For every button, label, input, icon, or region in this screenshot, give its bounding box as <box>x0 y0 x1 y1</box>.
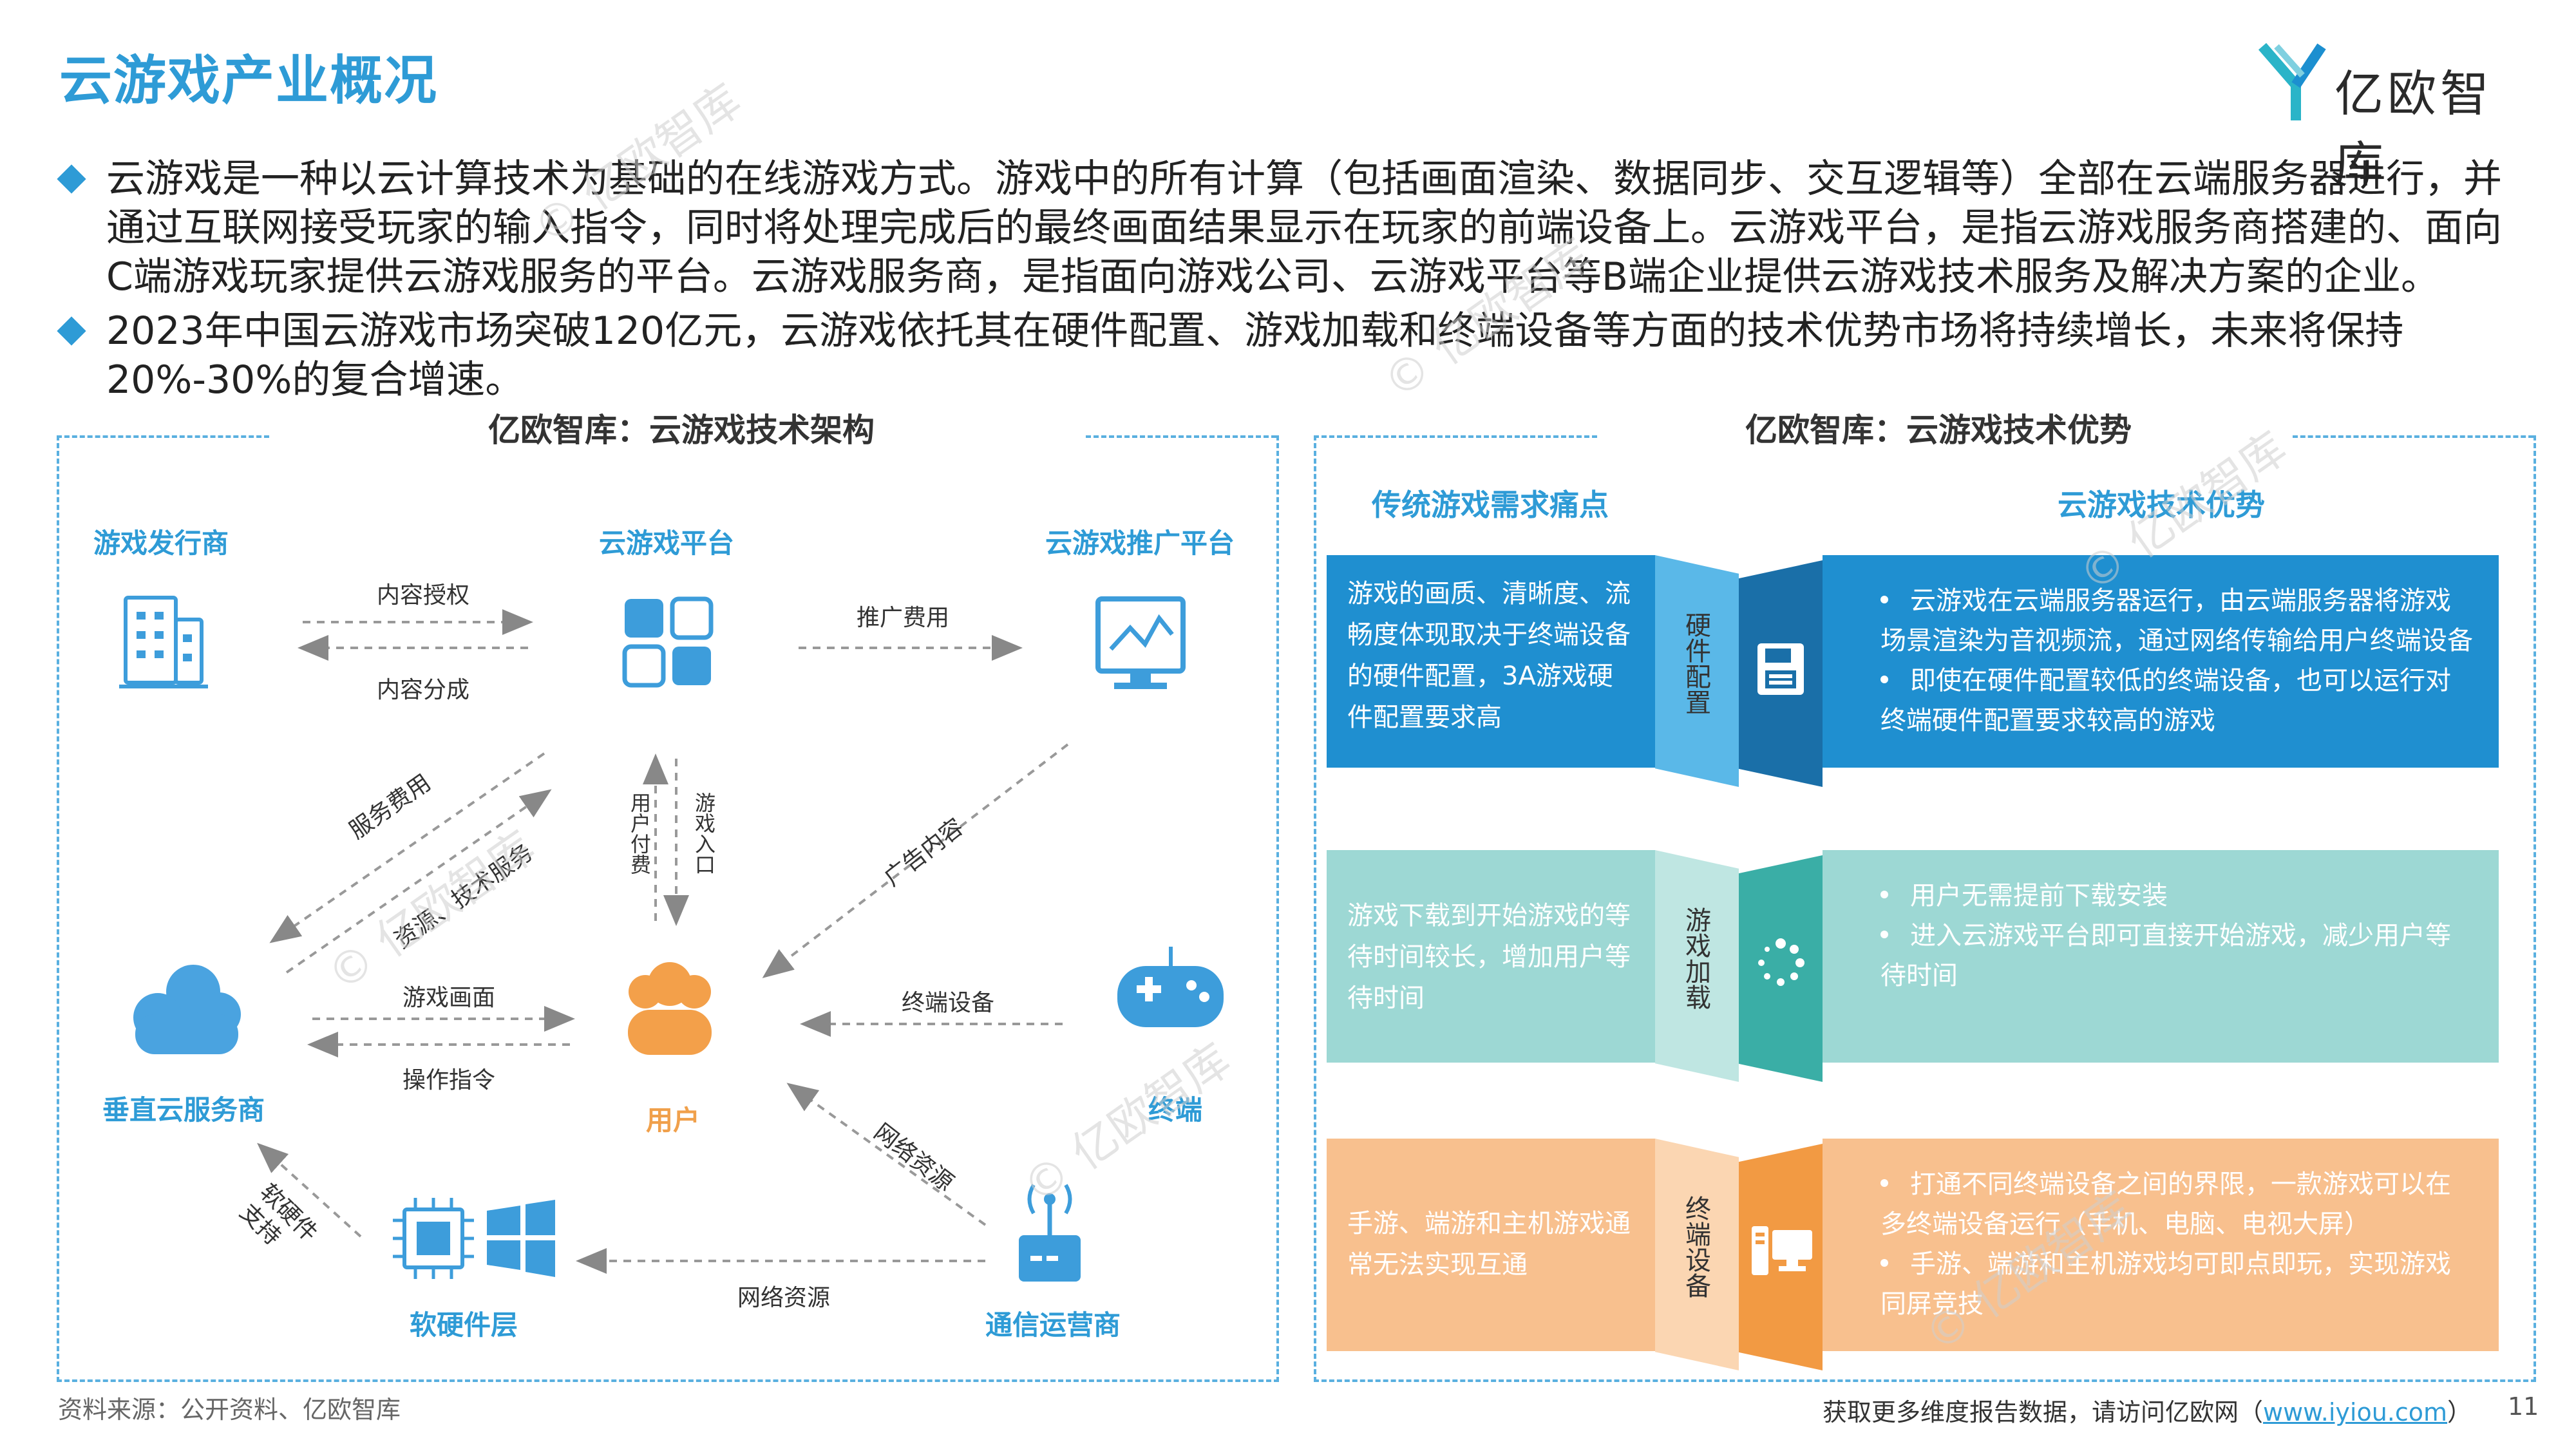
adv-loading-point-text: 用户无需提前下载安装 <box>1910 881 2168 911</box>
adv-loading-point: 用户无需提前下载安装 <box>1880 876 2473 916</box>
monitor-chart-icon <box>1095 596 1186 689</box>
footer-more-info: 获取更多维度报告数据，请访问亿欧网（www.iyiou.com） <box>1823 1392 2472 1428</box>
flow-game-entry: 游戏入口 <box>692 792 716 875</box>
adv-loading-point: 进入云游戏平台即可直接开始游戏，减少用户等待时间 <box>1880 916 2473 996</box>
arrow-service-fee <box>269 752 545 943</box>
col-head-adv: 云游戏技术优势 <box>2058 488 2265 522</box>
adv-hardware-point: 即使在硬件配置较低的终端设备，也可以运行对终端硬件配置要求较高的游戏 <box>1880 661 2473 741</box>
adv-device-list: 打通不同终端设备之间的界限，一款游戏可以在多终端设备运行（手机、电脑、电视大屏）… <box>1823 1139 2499 1351</box>
label-band-loading <box>1655 850 1739 1082</box>
adv-device-point-text: 手游、端游和主机游戏均可即点即玩，实现游戏同屏竞技 <box>1880 1249 2451 1319</box>
label-loading-text: 游戏加载 <box>1681 907 1710 1010</box>
label-device-text: 终端设备 <box>1681 1195 1710 1298</box>
arch-panel-title: 亿欧智库：云游戏技术架构 <box>469 404 894 451</box>
flow-terminal-device: 终端设备 <box>902 990 995 1016</box>
bullet-dot-icon <box>1880 891 1888 898</box>
arch-panel-border <box>1086 435 1276 438</box>
pain-device: 手游、端游和主机游戏通常无法实现互通 <box>1327 1139 1655 1351</box>
label-device: 终端设备 <box>1673 1195 1718 1305</box>
adv-device-point: 打通不同终端设备之间的界限，一款游戏可以在多终端设备运行（手机、电脑、电视大屏） <box>1880 1164 2473 1244</box>
bullet-dot-icon <box>1880 1179 1888 1187</box>
brand-logo: 亿欧智库 <box>2257 40 2541 193</box>
flow-game-screen: 游戏画面 <box>402 985 496 1011</box>
pain-hardware: 游戏的画质、清晰度、流畅度体现取决于终端设备的硬件配置，3A游戏硬件配置要求高 <box>1327 555 1655 768</box>
label-loading: 游戏加载 <box>1673 907 1718 1017</box>
bullet-dot-icon <box>1880 1259 1888 1267</box>
cloud-icon <box>133 965 241 1054</box>
flow-operation: 操作指令 <box>402 1067 496 1094</box>
flow-content-license: 内容授权 <box>377 582 470 609</box>
brand-name: 亿欧智库 <box>2334 65 2493 193</box>
adv-loading-point-text: 进入云游戏平台即可直接开始游戏，减少用户等待时间 <box>1880 921 2451 990</box>
grid-apps-icon <box>622 596 714 688</box>
node-cloud-provider: 垂直云服务商 <box>102 1094 265 1126</box>
arrow-network-res-diag <box>786 1083 987 1226</box>
arch-panel-border <box>57 435 269 438</box>
bullet-dot-icon <box>1880 676 1888 683</box>
footer-link[interactable]: www.iyiou.com <box>2263 1398 2448 1426</box>
adv-device-point: 手游、端游和主机游戏均可即点即玩，实现游戏同屏竞技 <box>1880 1244 2473 1324</box>
intro-bullet-2: 2023年中国云游戏市场突破120亿元，云游戏依托其在硬件配置、游戏加载和终端设… <box>57 307 2521 410</box>
brand-logo-icon <box>2258 43 2326 120</box>
adv-hardware-point: 云游戏在云端服务器运行，由云端服务器将游戏场景渲染为音视频流，通过网络传输给用户… <box>1880 581 2473 661</box>
node-user: 用户 <box>645 1104 700 1136</box>
adv-panel-title: 亿欧智库：云游戏技术优势 <box>1726 404 2151 451</box>
label-hardware-text: 硬件配置 <box>1681 612 1710 715</box>
node-terminal: 终端 <box>1148 1094 1202 1126</box>
adv-panel-border <box>1314 435 1597 438</box>
bullet-dot-icon <box>1880 931 1888 938</box>
adv-panel-border <box>2293 435 2533 438</box>
page-title: 云游戏产业概况 <box>59 50 439 111</box>
adv-panel <box>1314 435 2536 1382</box>
label-band-hardware <box>1655 555 1739 787</box>
col-head-pain: 传统游戏需求痛点 <box>1372 488 1609 522</box>
arrow-resources <box>285 789 552 974</box>
flow-content-share: 内容分成 <box>377 677 470 703</box>
adv-hardware-point-text: 即使在硬件配置较低的终端设备，也可以运行对终端硬件配置要求较高的游戏 <box>1880 666 2451 735</box>
label-hardware: 硬件配置 <box>1673 612 1718 722</box>
flow-network-res: 网络资源 <box>737 1285 831 1311</box>
building-icon <box>119 596 208 688</box>
flow-promo-fee: 推广费用 <box>857 605 950 631</box>
page-number: 11 <box>2508 1392 2539 1421</box>
source-note: 资料来源：公开资料、亿欧智库 <box>58 1396 401 1424</box>
floppy-icon <box>1757 643 1804 695</box>
intro-bullet-1: 云游戏是一种以云计算技术为基础的在线游戏方式。游戏中的所有计算（包括画面渲染、数… <box>57 155 2521 303</box>
footer-more-text: 获取更多维度报告数据，请访问亿欧网（ <box>1823 1398 2264 1426</box>
arch-panel <box>57 435 1279 1382</box>
loading-spinner-icon <box>1758 938 1804 986</box>
icon-band-loading <box>1739 855 1823 1082</box>
adv-device-point-text: 打通不同终端设备之间的界限，一款游戏可以在多终端设备运行（手机、电脑、电视大屏） <box>1880 1170 2451 1239</box>
pain-loading: 游戏下载到开始游戏的等待时间较长，增加用户等待时间 <box>1327 850 1655 1063</box>
adv-hardware-point-text: 云游戏在云端服务器运行，由云端服务器将游戏场景渲染为音视频流，通过网络传输给用户… <box>1880 586 2473 656</box>
node-publisher: 游戏发行商 <box>93 527 229 559</box>
node-platform: 云游戏平台 <box>598 527 734 559</box>
windows-icon <box>487 1200 555 1277</box>
user-group-icon <box>628 962 712 1055</box>
router-icon <box>1019 1184 1081 1282</box>
arrow-ad-content <box>762 743 1069 978</box>
node-telecom: 通信运营商 <box>985 1309 1121 1341</box>
node-hw-layer: 软硬件层 <box>409 1309 518 1341</box>
label-band-device <box>1655 1139 1739 1370</box>
chip-icon <box>393 1198 474 1279</box>
adv-loading-list: 用户无需提前下载安装 进入云游戏平台即可直接开始游戏，减少用户等待时间 <box>1823 850 2499 1063</box>
bullet-dot-icon <box>1880 596 1888 603</box>
node-promo-platform: 云游戏推广平台 <box>1045 527 1235 559</box>
devices-icon <box>1752 1226 1812 1275</box>
intro-text-2: 2023年中国云游戏市场突破120亿元，云游戏依托其在硬件配置、游戏加载和终端设… <box>106 308 2404 402</box>
adv-hardware-list: 云游戏在云端服务器运行，由云端服务器将游戏场景渲染为音视频流，通过网络传输给用户… <box>1823 555 2499 768</box>
gamepad-icon <box>1117 947 1224 1027</box>
footer-close-paren: ） <box>2447 1398 2472 1426</box>
intro-text-1: 云游戏是一种以云计算技术为基础的在线游戏方式。游戏中的所有计算（包括画面渲染、数… <box>106 156 2502 299</box>
flow-user-pay: 用户付费 <box>627 792 652 875</box>
